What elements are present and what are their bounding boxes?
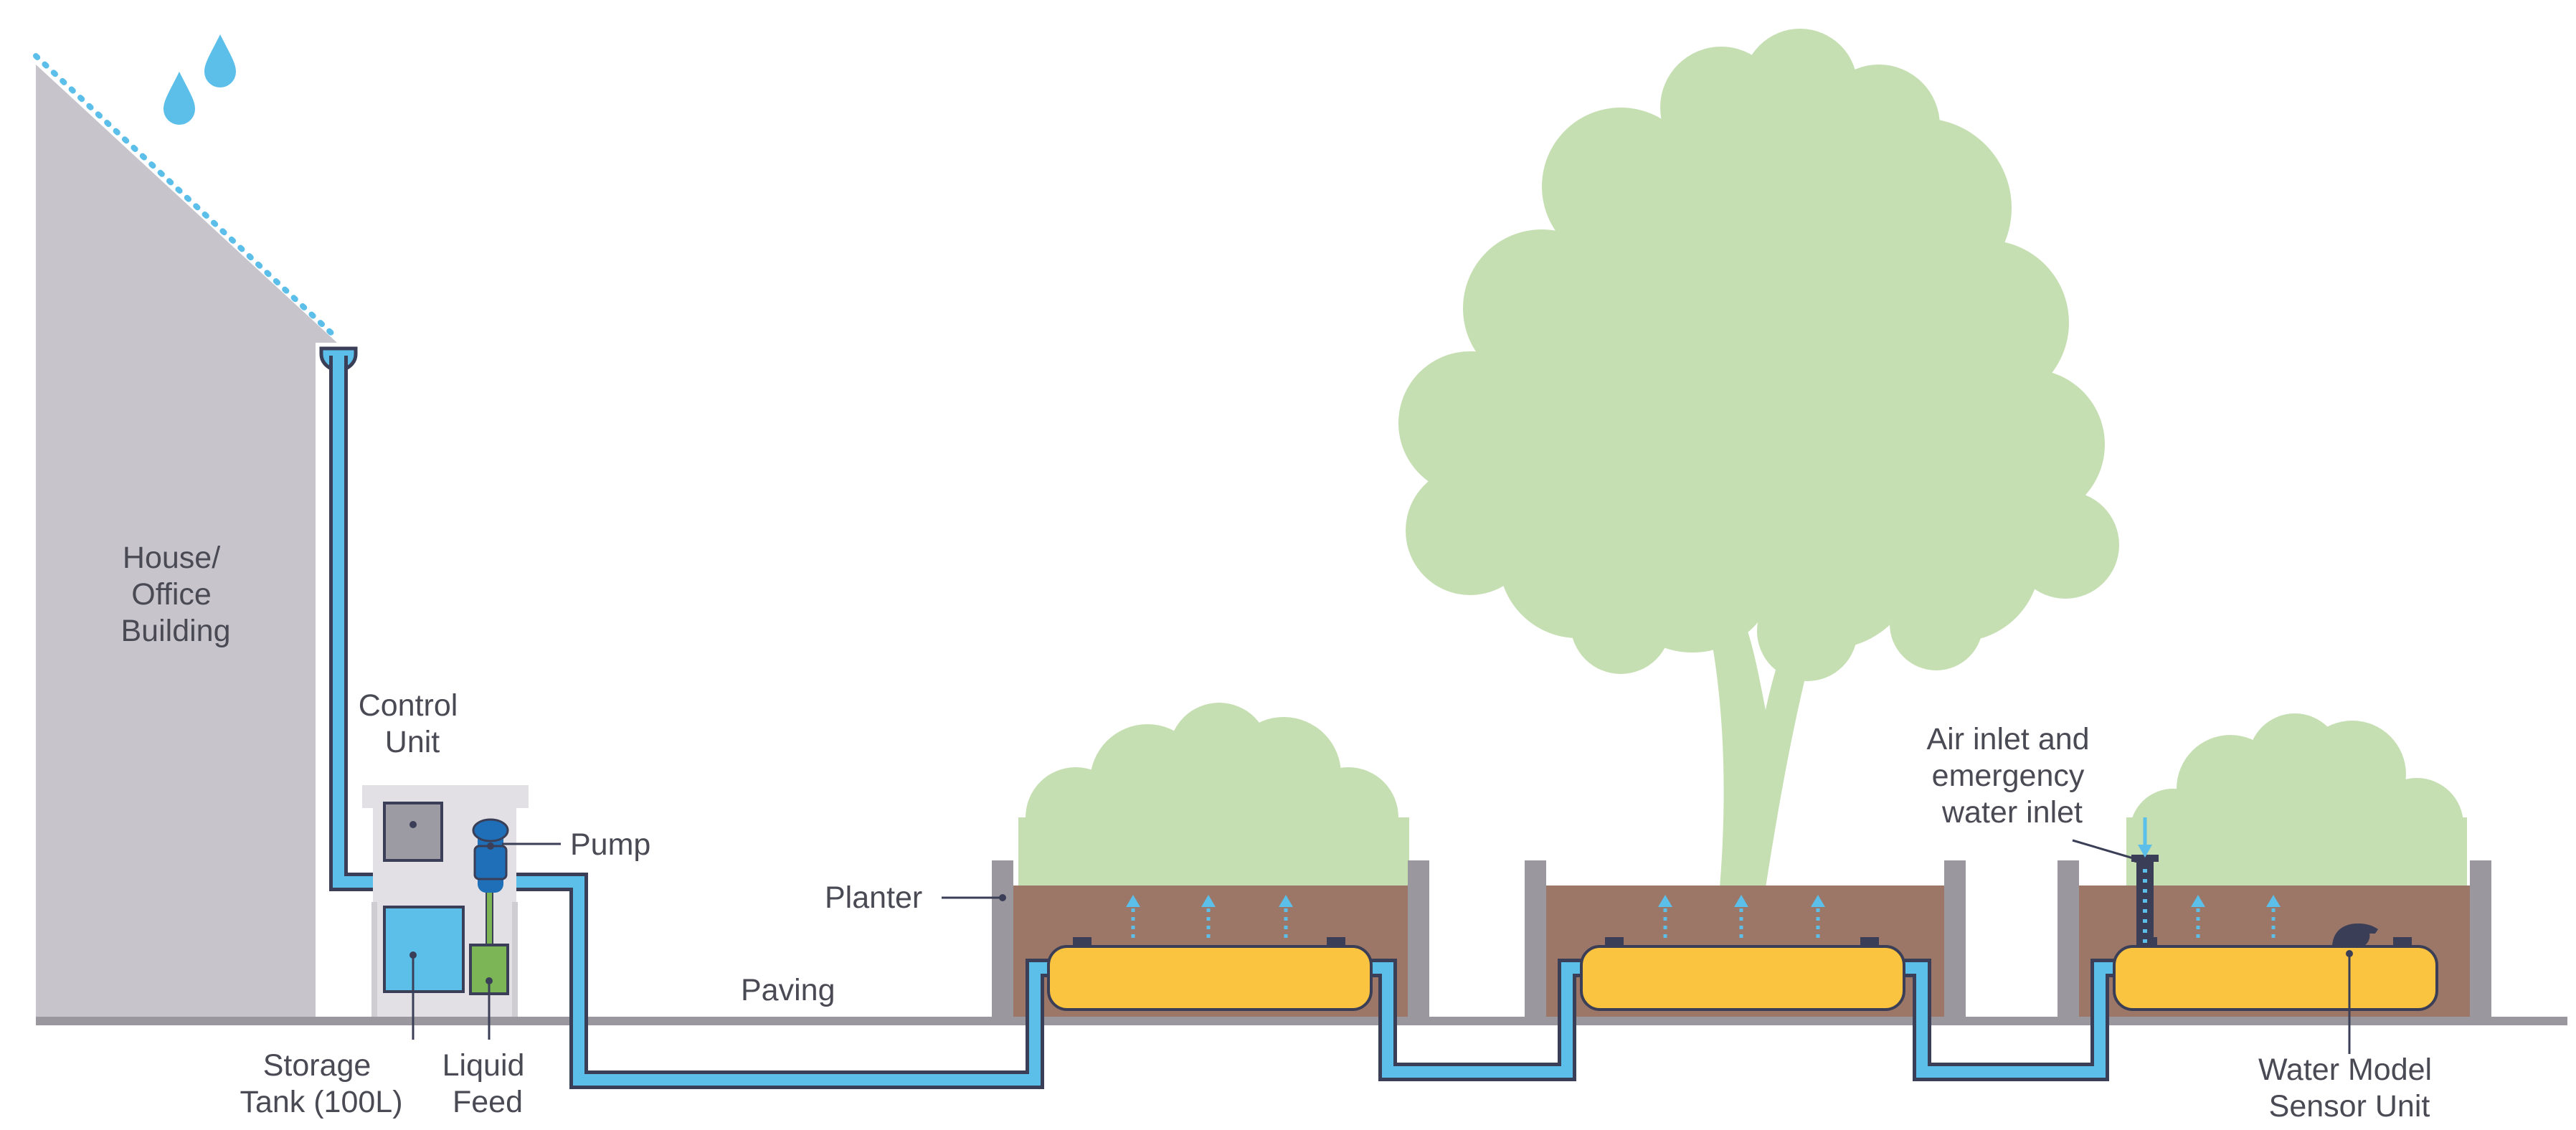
- tree-icon: [1398, 29, 2119, 888]
- shrub-icon: [1018, 703, 1409, 889]
- reservoir-1: [1047, 937, 1373, 1011]
- roof-rain-line: [33, 53, 338, 340]
- pump-label: Pump: [570, 827, 650, 862]
- liquid-feed-label: Liquid Feed: [442, 1048, 534, 1119]
- control-unit-label: Control Unit: [359, 688, 467, 759]
- sensor-unit-label: Water Model Sensor Unit: [2258, 1053, 2440, 1124]
- shrub-icon: [2126, 713, 2467, 889]
- storage-tank: [383, 906, 465, 993]
- wicking-arrows: [1126, 895, 2281, 938]
- ground-line: [36, 1017, 2567, 1025]
- sensor-icon: [2332, 924, 2378, 948]
- reservoir-2: [1580, 937, 1905, 1011]
- storage-tank-label: Storage Tank (100L): [240, 1048, 402, 1119]
- raindrop-icon: [204, 34, 236, 87]
- air-inlet-dot: [2132, 855, 2139, 863]
- building-wall: [36, 65, 337, 1017]
- planter-dot: [999, 894, 1006, 901]
- building-label: House/ Office Building: [121, 541, 231, 648]
- reservoir-3: [2113, 937, 2438, 1011]
- water-pipe: [329, 356, 2120, 1089]
- leader-lines: [412, 839, 2351, 1054]
- paving-label: Paving: [741, 973, 835, 1007]
- sensor-dot: [2346, 950, 2353, 957]
- air-inlet-label: Air inlet and emergency water inlet: [1926, 722, 2098, 830]
- raindrop-icon: [164, 72, 195, 125]
- control-unit-box: [383, 802, 443, 862]
- air-inlet-pipe: [2131, 817, 2159, 948]
- planter-label: Planter: [825, 880, 922, 915]
- pump: [472, 818, 509, 947]
